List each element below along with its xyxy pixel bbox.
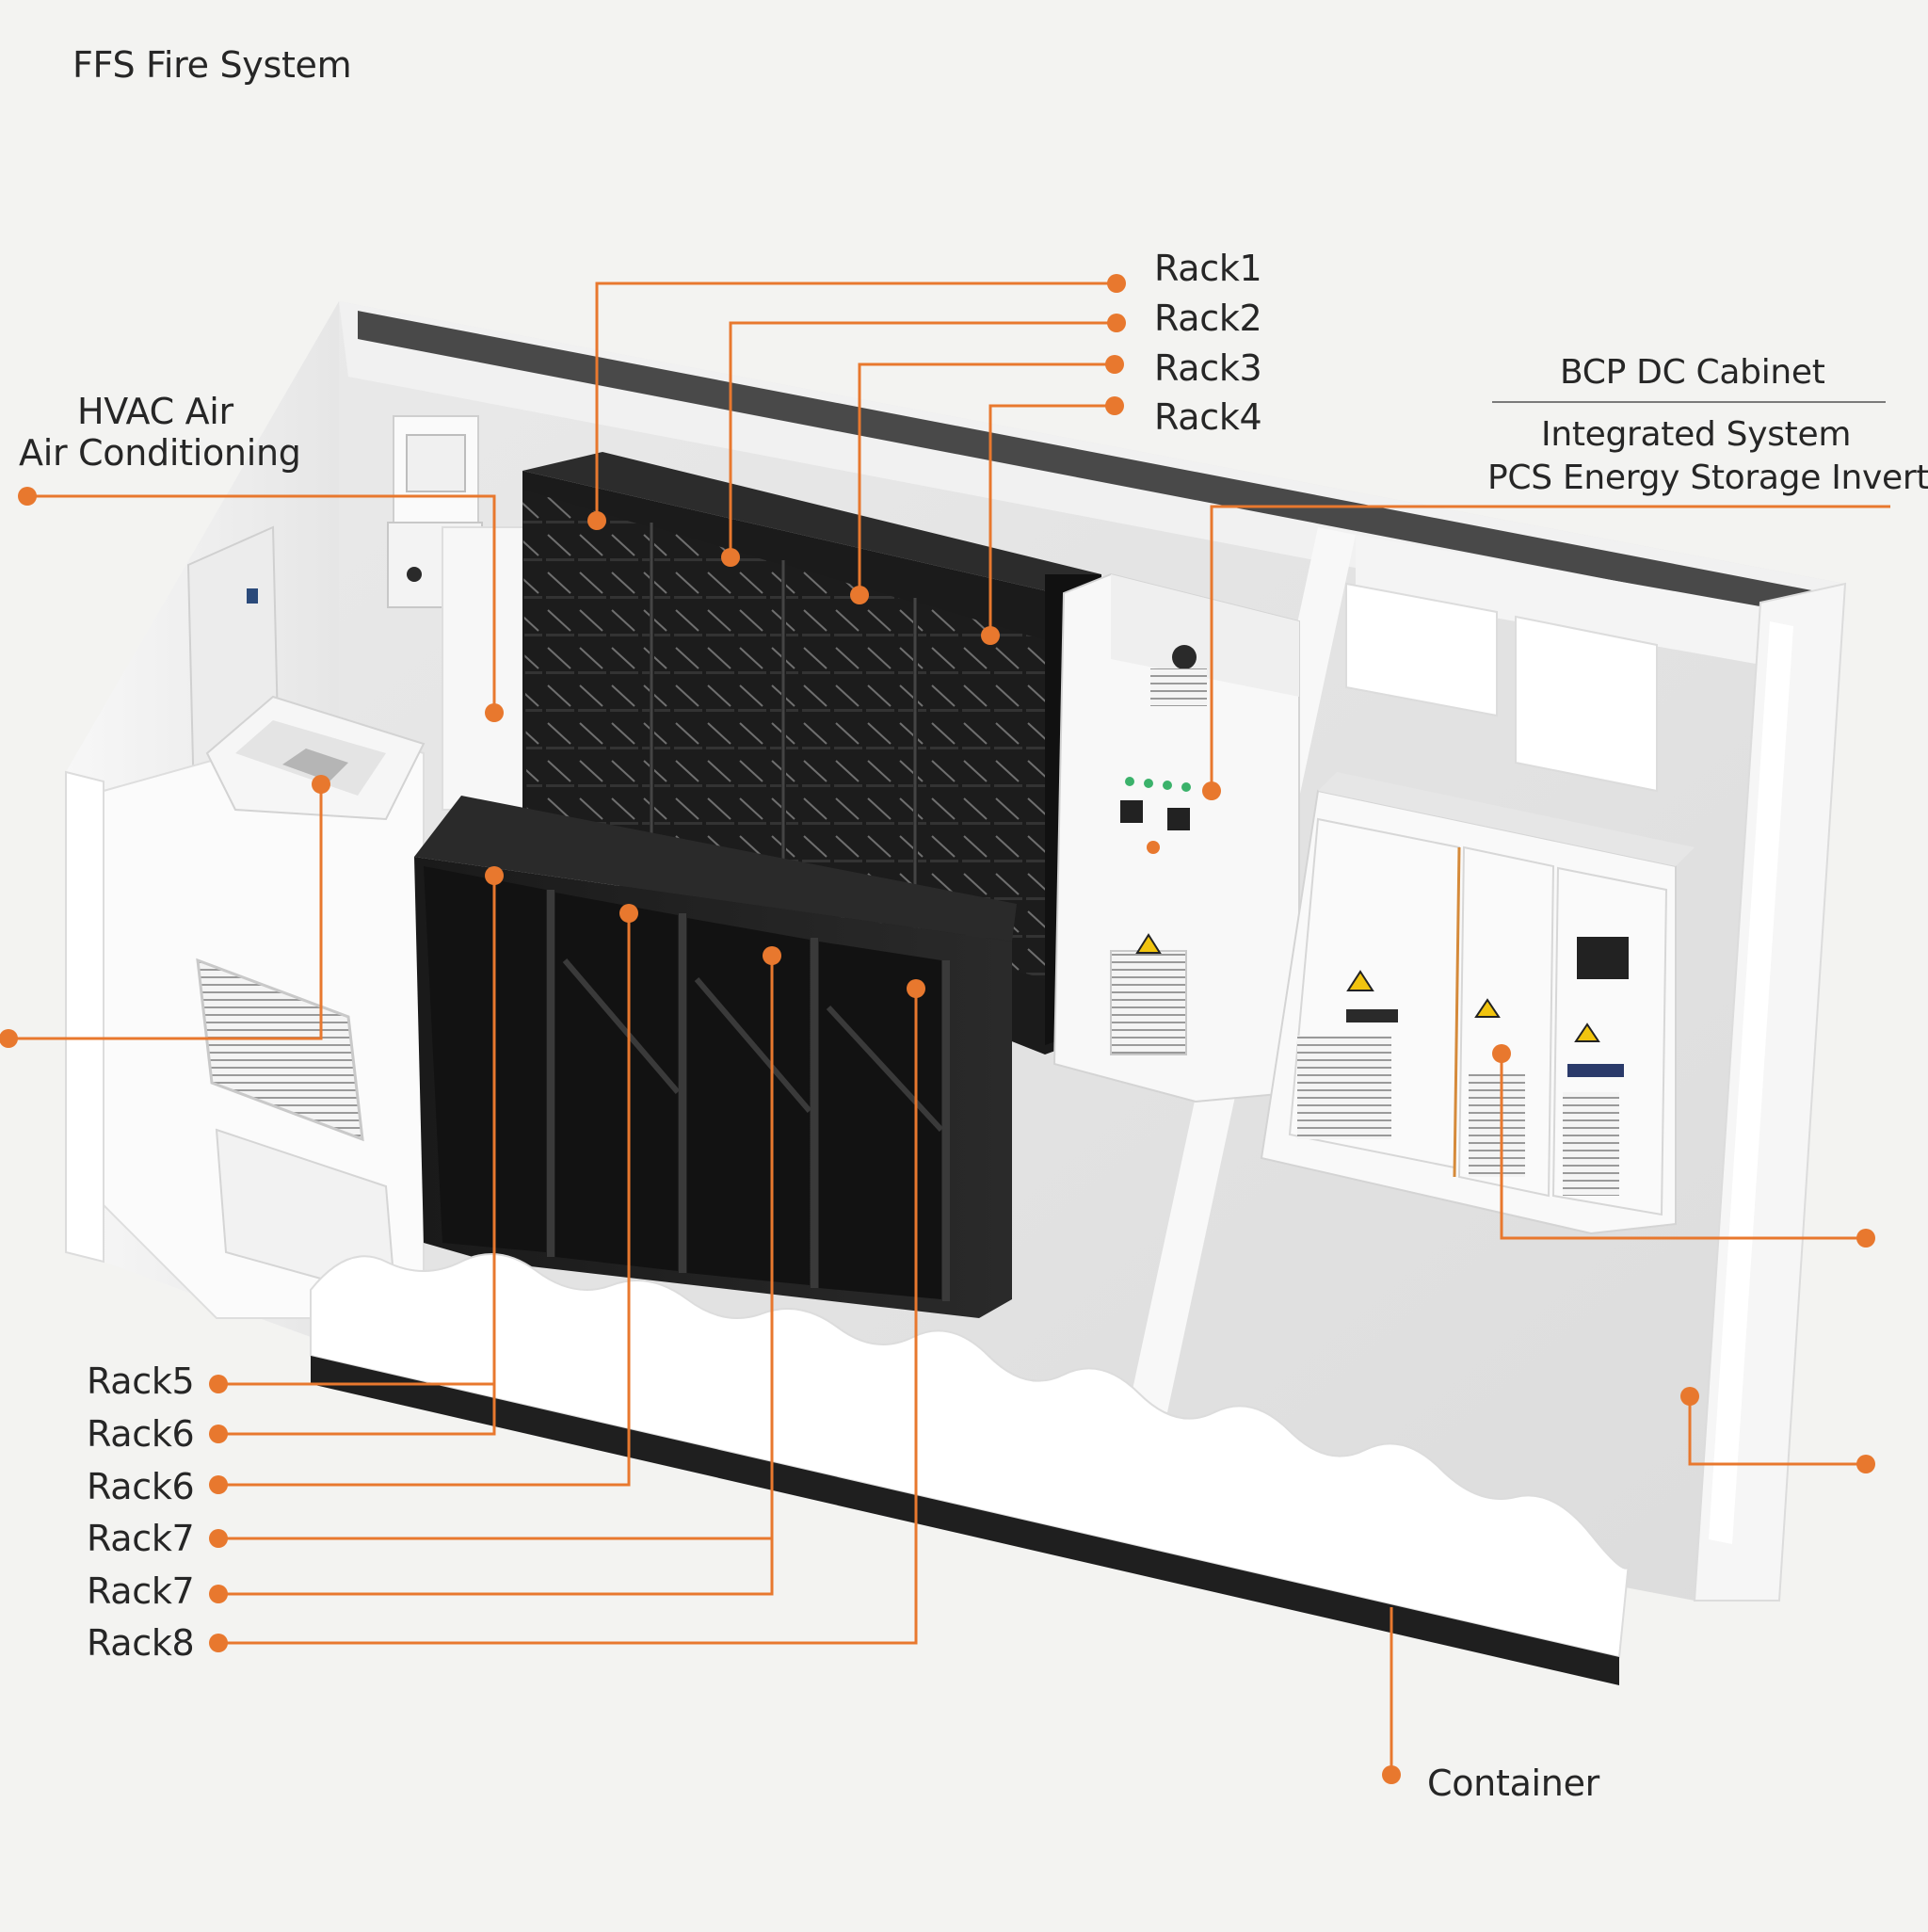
rack6b-label: Rack6 [87,1466,195,1507]
callout-dots [0,274,1875,1784]
callout-dot-icon [1107,274,1126,293]
rack7a-label: Rack7 [87,1518,195,1559]
callout-dot-icon [721,548,740,567]
callout-dot-icon [209,1425,228,1443]
callout-dot-icon [1680,1387,1699,1406]
rack-row-bottom [414,796,1017,1318]
callout-dot-icon [485,866,504,885]
rack1-label: Rack1 [1154,248,1262,289]
callout-dot-icon [763,946,781,965]
callout-dot-icon [850,586,869,604]
callout-dot-icon [981,626,1000,645]
warning-icon [1135,933,1162,954]
callout-dot-icon [907,979,925,998]
rack5-label: Rack5 [87,1360,195,1402]
rack2-label: Rack2 [1154,298,1262,339]
pcs-inverter-label: PCS Energy Storage Inverter [1487,459,1928,497]
ffs-fire-system-label: FFS Fire System [72,44,352,86]
container-label: Container [1427,1763,1599,1804]
callout-dot-icon [1107,314,1126,332]
front-wall-corrugation [310,1253,1630,1659]
leader-rack1 [595,282,1117,521]
leader-rack7b [218,1538,774,1596]
bcp-dc-cabinet [1052,572,1300,1103]
callout-dot-icon [209,1475,228,1494]
callout-dot-icon [312,775,330,794]
leader-rack8 [218,989,918,1645]
leader-rack4 [988,404,1115,636]
warning-icon [1574,1022,1600,1042]
callout-dot-icon [0,1029,18,1048]
hvac-air-label: HVAC Air [77,391,233,432]
callout-dot-icon [587,511,606,530]
callout-dot-icon [1856,1455,1875,1473]
integrated-system-label: Integrated System [1541,415,1852,454]
leader-bcp [1210,505,1890,791]
callout-dot-icon [209,1529,228,1548]
leader-rack6b [218,913,631,1487]
callout-dot-icon [209,1375,228,1393]
leader-hvac-air [27,494,496,713]
callout-dot-icon [1856,1229,1875,1248]
leader-hvac-unit [8,784,323,1040]
leader-rack6a [218,1384,496,1436]
warning-icon [1474,998,1501,1018]
pcs-inverter [1260,582,1695,1235]
leader-right-wall [1688,1396,1866,1466]
air-conditioning-label: Air Conditioning [19,432,301,474]
rack8-label: Rack8 [87,1622,195,1664]
callout-dot-icon [1105,355,1124,374]
callout-dot-icon [1492,1044,1511,1063]
leader-rack3 [858,362,1115,595]
callout-dot-icon [209,1585,228,1603]
callout-lines [8,282,1890,1775]
callout-dot-icon [18,487,37,506]
callout-dot-icon [1382,1765,1401,1784]
bcp-dc-cabinet-label: BCP DC Cabinet [1560,353,1825,392]
rack3-label: Rack3 [1154,347,1262,389]
rack7b-label: Rack7 [87,1570,195,1612]
callout-dot-icon [1202,781,1221,800]
rack6a-label: Rack6 [87,1413,195,1455]
warning-icon [1346,970,1374,991]
rack4-label: Rack4 [1154,396,1262,438]
leader-pcs [1500,1054,1866,1240]
callout-dot-icon [209,1634,228,1652]
callout-dot-icon [619,904,638,923]
callout-dot-icon [1105,396,1124,415]
leader-rack2 [729,321,1117,557]
callout-dot-icon [485,703,504,722]
